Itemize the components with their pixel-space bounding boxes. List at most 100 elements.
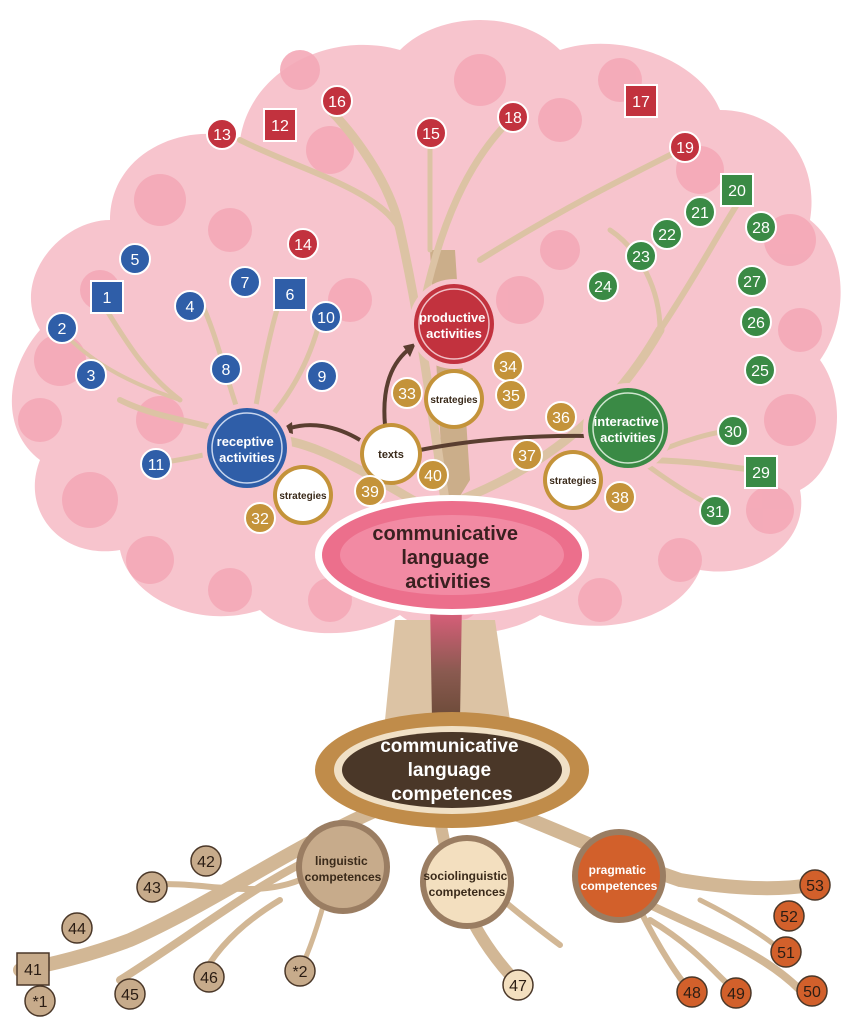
strategies-node-productive: strategies: [424, 369, 484, 429]
badge-shape: [624, 84, 658, 118]
badge-shape: [190, 845, 222, 877]
activities-line-2: language: [401, 547, 489, 569]
sociolinguistic-line-1: sociolinguistic: [423, 869, 507, 883]
badge-shape: [720, 173, 754, 207]
badge-productive-19: 19: [669, 131, 701, 163]
receptive-activities-node: receptive activities: [202, 403, 292, 493]
badge-shape: [140, 448, 172, 480]
strategies-label-interactive: strategies: [549, 476, 597, 487]
badge-shape: [273, 277, 307, 311]
badge-label: *2: [292, 964, 307, 981]
svg-text:pragmatic competences: pragmatic competences: [581, 863, 658, 893]
svg-text:sociolinguistic competen: sociolinguistic competences: [423, 869, 510, 899]
badge-label: 31: [706, 504, 724, 521]
badge-strategies-34: 34: [492, 350, 524, 382]
badge-productive-13: 13: [206, 118, 238, 150]
badge-shape: [740, 306, 772, 338]
badge-shape: [174, 290, 206, 322]
badge-linguistic-star1: *1: [24, 985, 56, 1017]
badge-shape: [684, 196, 716, 228]
competences-line-1: communicative: [380, 736, 518, 757]
badge-shape: [46, 312, 78, 344]
badge-strategies-32: 32: [244, 502, 276, 534]
badge-label: 28: [752, 220, 770, 237]
badge-interactive-26: 26: [740, 306, 772, 338]
badge-shape: [354, 475, 386, 507]
badge-label: 3: [87, 368, 96, 385]
badge-label: 34: [499, 359, 517, 376]
badge-shape: [495, 379, 527, 411]
badge-shape: [415, 117, 447, 149]
badge-label: 23: [632, 249, 650, 266]
badge-pragmatic-49: 49: [720, 977, 752, 1009]
badge-label: 15: [422, 126, 440, 143]
badge-shape: [417, 459, 449, 491]
badge-label: 26: [747, 315, 765, 332]
badge-shape: [545, 401, 577, 433]
badge-label: 10: [317, 310, 335, 327]
badge-receptive-6: 6: [273, 277, 307, 311]
badge-shape: [625, 240, 657, 272]
strategies-label-productive: strategies: [430, 395, 478, 406]
badge-shape: [114, 978, 146, 1010]
badge-label: 43: [143, 880, 161, 897]
svg-text:receptive activities: receptive activities: [217, 434, 278, 465]
communicative-language-competences-node: communicative language competences: [315, 712, 589, 828]
svg-text:linguistic competences: linguistic competences: [305, 854, 382, 884]
badge-pragmatic-51: 51: [770, 936, 802, 968]
badge-shape: [244, 502, 276, 534]
badge-interactive-23: 23: [625, 240, 657, 272]
badge-shape: [263, 108, 297, 142]
badge-receptive-3: 3: [75, 359, 107, 391]
receptive-line-1: receptive: [217, 434, 274, 449]
badge-strategies-40: 40: [417, 459, 449, 491]
badge-strategies-38: 38: [604, 481, 636, 513]
badge-label: 40: [424, 468, 442, 485]
badge-shape: [193, 961, 225, 993]
badge-label: 24: [594, 279, 612, 296]
productive-line-1: productive: [419, 310, 485, 325]
badge-shape: [511, 439, 543, 471]
badge-linguistic-43: 43: [136, 871, 168, 903]
badge-label: 49: [727, 986, 745, 1003]
badge-shape: [136, 871, 168, 903]
badge-label: 36: [552, 410, 570, 427]
badge-label: 51: [777, 945, 795, 962]
badge-label: 27: [743, 274, 761, 291]
badge-label: 7: [241, 275, 250, 292]
badge-label: 44: [68, 921, 86, 938]
badge-label: 25: [751, 363, 769, 380]
badge-strategies-33: 33: [391, 377, 423, 409]
activities-line-3: activities: [405, 571, 491, 593]
badge-shape: [306, 360, 338, 392]
badge-label: 20: [728, 183, 746, 200]
badge-linguistic-42: 42: [190, 845, 222, 877]
pragmatic-competences-node: pragmatic competences: [572, 829, 666, 923]
badge-label: 16: [328, 94, 346, 111]
badge-label: 37: [518, 448, 536, 465]
pragmatic-line-2: competences: [581, 879, 658, 893]
strategies-node-receptive: strategies: [273, 465, 333, 525]
badge-label: 53: [806, 878, 824, 895]
badge-productive-15: 15: [415, 117, 447, 149]
badge-label: *1: [32, 994, 47, 1011]
badge-interactive-20: 20: [720, 173, 754, 207]
badge-strategies-36: 36: [545, 401, 577, 433]
badge-shape: [321, 85, 353, 117]
badge-interactive-31: 31: [699, 495, 731, 527]
competences-line-3: competences: [391, 784, 512, 805]
badge-label: 4: [186, 299, 195, 316]
badge-interactive-29: 29: [744, 455, 778, 489]
badge-strategies-37: 37: [511, 439, 543, 471]
badge-shape: [391, 377, 423, 409]
sociolinguistic-line-2: competences: [429, 885, 506, 899]
badge-linguistic-star2: *2: [284, 955, 316, 987]
interactive-activities-node: interactive activities: [583, 383, 673, 473]
badge-pragmatic-53: 53: [799, 869, 831, 901]
badge-pragmatic-52: 52: [773, 900, 805, 932]
badge-shape: [24, 985, 56, 1017]
badge-interactive-21: 21: [684, 196, 716, 228]
badge-shape: [651, 218, 683, 250]
